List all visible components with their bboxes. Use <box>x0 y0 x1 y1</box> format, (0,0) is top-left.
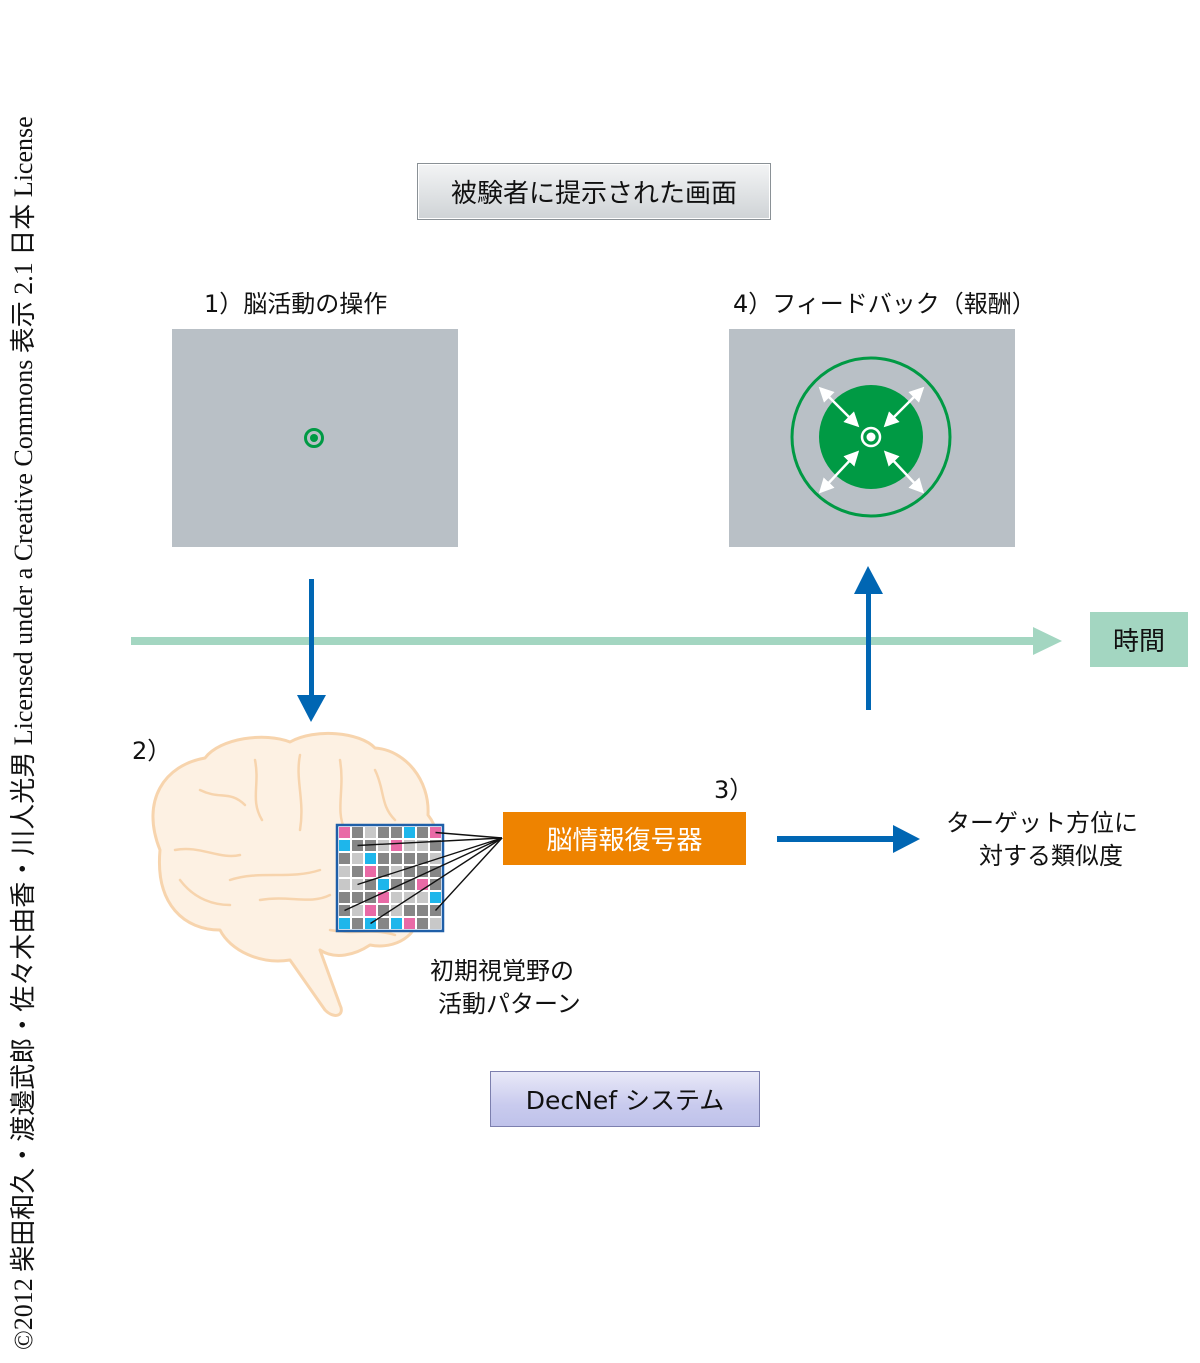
up-arrow-to-feedback <box>854 566 883 710</box>
grid-cell <box>404 866 415 877</box>
pattern-label-line2: 活動パターン <box>438 990 581 1018</box>
grid-cell <box>352 918 363 929</box>
screen-brain-manipulation <box>172 329 458 547</box>
output-label-line1: ターゲット方位に <box>946 809 1138 837</box>
activity-pattern-label: 初期視覚野の 活動パターン <box>430 955 581 1021</box>
time-axis-label: 時間 <box>1090 612 1188 667</box>
output-similarity-label: ターゲット方位に 対する類似度 <box>946 807 1138 873</box>
voxel-connection-line <box>370 837 503 925</box>
down-arrow-to-brain <box>297 579 326 722</box>
grid-cell <box>404 879 415 890</box>
grid-cell <box>404 827 415 838</box>
grid-cell <box>339 866 350 877</box>
screen-feedback <box>729 329 1015 547</box>
grid-cell <box>365 866 376 877</box>
grid-cell <box>352 866 363 877</box>
grid-cell <box>391 879 402 890</box>
grid-cell <box>365 892 376 903</box>
grid-cell <box>404 918 415 929</box>
pattern-label-line1: 初期視覚野の <box>430 957 574 985</box>
grid-cell <box>352 853 363 864</box>
grid-cell <box>365 827 376 838</box>
voxel-connection-line <box>357 837 503 847</box>
voxel-connection-line <box>344 837 503 912</box>
grid-cell <box>378 827 389 838</box>
grid-cell <box>430 866 441 877</box>
grid-cell <box>430 879 441 890</box>
grid-cell <box>365 879 376 890</box>
grid-cell <box>352 827 363 838</box>
grid-cell <box>365 853 376 864</box>
brain-decoder-box: 脳情報復号器 <box>503 812 746 865</box>
grid-cell <box>391 840 402 851</box>
expanding-disc-icon <box>790 356 952 518</box>
grid-cell <box>417 879 428 890</box>
grid-cell <box>378 879 389 890</box>
grid-cell <box>404 840 415 851</box>
grid-cell <box>430 853 441 864</box>
grid-cell <box>365 905 376 916</box>
grid-cell <box>339 879 350 890</box>
grid-cell <box>417 840 428 851</box>
grid-cell <box>391 853 402 864</box>
output-label-line2: 対する類似度 <box>979 842 1123 870</box>
step1-label: 1）脳活動の操作 <box>204 290 388 318</box>
grid-cell <box>417 853 428 864</box>
grid-cell <box>378 866 389 877</box>
grid-cell <box>378 840 389 851</box>
voxel-connection-line <box>357 837 503 886</box>
time-axis-arrow <box>131 627 1062 655</box>
grid-cell <box>339 892 350 903</box>
grid-cell <box>404 853 415 864</box>
grid-cell <box>378 918 389 929</box>
grid-cell <box>339 918 350 929</box>
grid-cell <box>417 918 428 929</box>
grid-cell <box>417 866 428 877</box>
grid-cell <box>339 853 350 864</box>
grid-cell <box>404 905 415 916</box>
grid-cell <box>378 853 389 864</box>
decnef-system-label: DecNef システム <box>490 1071 760 1127</box>
voxel-connection-line <box>434 837 503 911</box>
grid-cell <box>430 840 441 851</box>
grid-cell <box>378 905 389 916</box>
grid-cell <box>417 905 428 916</box>
grid-cell <box>417 892 428 903</box>
grid-cell <box>378 892 389 903</box>
step3-label: 3） <box>714 776 754 804</box>
grid-cell <box>352 905 363 916</box>
grid-cell <box>391 918 402 929</box>
step2-label: 2） <box>132 737 172 765</box>
presented-screen-header: 被験者に提示された画面 <box>417 163 771 220</box>
fixation-target-icon <box>304 428 324 448</box>
grid-cell <box>430 892 441 903</box>
grid-cell <box>391 892 402 903</box>
grid-cell <box>430 918 441 929</box>
grid-cell <box>391 827 402 838</box>
step4-label: 4）フィードバック（報酬） <box>733 290 1036 318</box>
grid-cell <box>417 827 428 838</box>
grid-cell <box>339 827 350 838</box>
grid-cell <box>391 905 402 916</box>
voxel-connection-line <box>435 831 503 839</box>
grid-cell <box>339 840 350 851</box>
decoder-output-arrow <box>777 825 920 853</box>
grid-cell <box>352 892 363 903</box>
